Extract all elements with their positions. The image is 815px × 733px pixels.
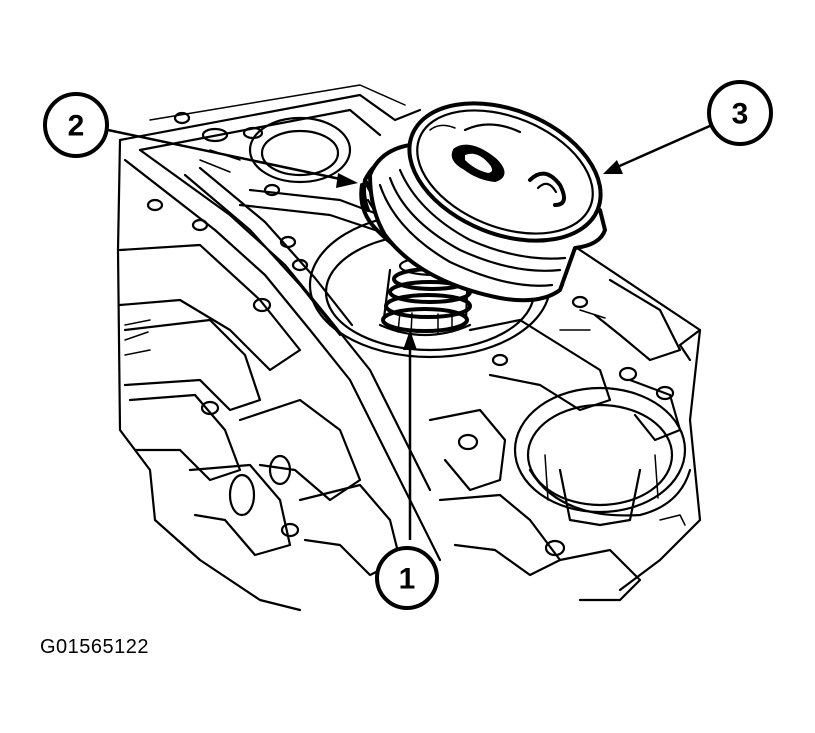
leader-1-arrowhead (403, 330, 417, 350)
figure-code: G01565122 (40, 636, 150, 658)
leader-2-arrowhead (336, 173, 358, 188)
callout-leaders (107, 123, 713, 540)
callout-1-label: 1 (399, 563, 416, 596)
callout-3: 3 (707, 80, 773, 146)
leader-3-arrowhead (603, 160, 623, 174)
leader-2-line (107, 128, 346, 182)
transmission-case-illustration (116, 84, 702, 612)
leader-3-line (614, 123, 713, 170)
callout-1: 1 (375, 546, 439, 610)
callout-2-label: 2 (68, 110, 85, 143)
callout-3-label: 3 (732, 98, 749, 131)
callout-2: 2 (43, 92, 109, 158)
piston-cover-illustration (368, 101, 607, 303)
